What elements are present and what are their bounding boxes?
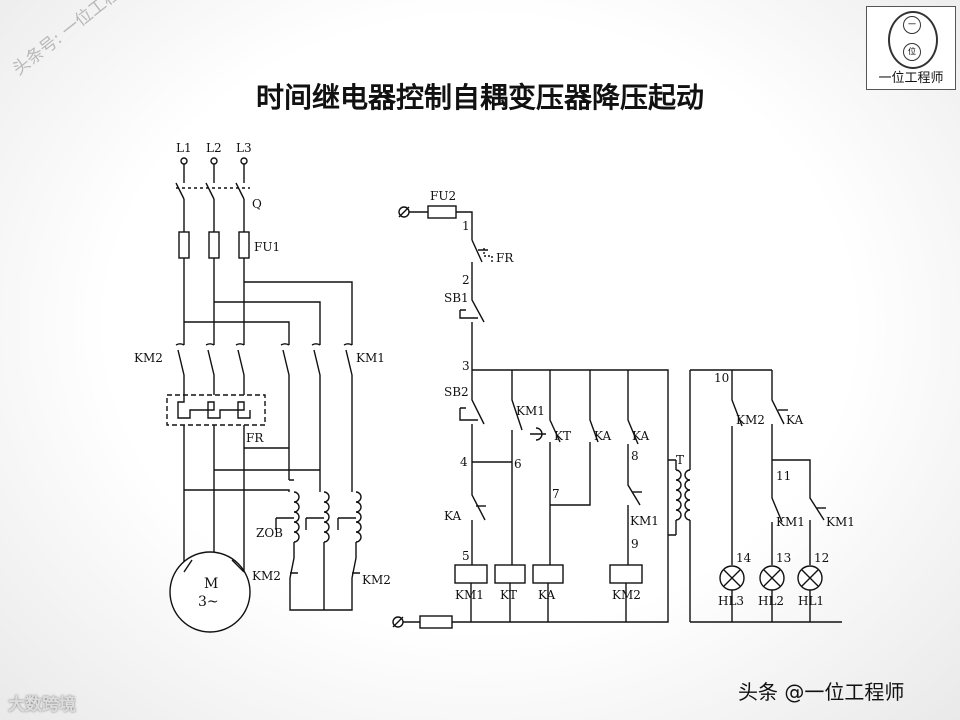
label-node-2: 2 xyxy=(462,273,470,287)
label-km1-contact: KM1 xyxy=(630,514,659,528)
label-node-11: 11 xyxy=(776,469,791,483)
label-km2-right: KM2 xyxy=(362,573,391,587)
terminal-l2 xyxy=(210,157,218,165)
label-node-6: 6 xyxy=(514,457,522,471)
label-km1-aux: KM1 xyxy=(516,404,545,418)
label-node-5: 5 xyxy=(462,549,470,563)
label-km2-main: KM2 xyxy=(134,351,163,365)
label-hl2: HL2 xyxy=(758,594,784,608)
coil-km2 xyxy=(609,564,643,584)
switch-q xyxy=(175,182,245,200)
contact-kt-delay xyxy=(530,427,546,441)
label-fu2: FU2 xyxy=(430,189,456,203)
lamp-hl2 xyxy=(759,565,785,591)
label-node-8: 8 xyxy=(631,449,639,463)
label-sb2: SB2 xyxy=(444,385,469,399)
label-q: Q xyxy=(252,197,262,211)
label-zob: ZOB xyxy=(256,526,283,540)
coil-km1-a xyxy=(454,564,488,584)
watermark-bottom-right: 头条 @一位工程师 xyxy=(738,680,905,704)
label-node-7: 7 xyxy=(552,487,560,501)
terminal-l3 xyxy=(240,157,248,165)
logo-label: 一位工程师 xyxy=(878,71,944,86)
coil-ka xyxy=(532,564,564,584)
label-coil-ka: KA xyxy=(538,588,555,602)
fuse-fu1-l1 xyxy=(178,231,190,259)
label-kt-contact: KT xyxy=(554,429,571,443)
logo-mark-1: 一 xyxy=(903,16,921,34)
label-node-10: 10 xyxy=(714,371,729,385)
label-hl1: HL1 xyxy=(798,594,824,608)
contact-km1-aux xyxy=(511,370,523,462)
label-node-1: 1 xyxy=(462,219,470,233)
label-node-9: 9 xyxy=(631,537,639,551)
contact-km2-right xyxy=(351,557,360,579)
label-node-14: 14 xyxy=(736,551,752,565)
label-hl3: HL3 xyxy=(718,594,744,608)
label-km1-main: KM1 xyxy=(356,351,385,365)
motor xyxy=(169,551,251,633)
contact-ka-signal xyxy=(771,370,785,460)
label-node-3: 3 xyxy=(462,359,470,373)
watermark-bottom-left: 大数跨境 xyxy=(8,695,76,715)
label-transformer: T xyxy=(676,453,684,467)
contact-km2-left xyxy=(289,557,298,579)
contact-ka-branch xyxy=(627,370,641,565)
contact-fr-nc xyxy=(471,239,488,285)
label-node-12: 12 xyxy=(814,551,829,565)
button-sb1 xyxy=(471,285,485,370)
main-circuit xyxy=(166,157,362,633)
autotransformer-coil-2 xyxy=(323,491,330,543)
fuse-bottom xyxy=(419,615,453,629)
label-km2-left: KM2 xyxy=(252,569,281,583)
terminal-l1 xyxy=(180,157,188,165)
label-ka-contact-1: KA xyxy=(594,429,611,443)
label-km1-signal-2: KM1 xyxy=(826,515,855,529)
label-l3: L3 xyxy=(236,141,252,155)
logo: 一 位 一位工程师 xyxy=(866,6,956,90)
diagram-title: 时间继电器控制自耦变压器降压起动 xyxy=(255,81,704,114)
label-coil-kt: KT xyxy=(500,588,517,602)
label-fr-main: FR xyxy=(246,431,264,445)
label-sb1: SB1 xyxy=(444,291,469,305)
coil-kt xyxy=(494,564,526,584)
labels: L1 L2 L3 Q FU1 KM2 KM1 FR ZOB M 3~ KM2 K… xyxy=(134,141,855,610)
autotransformer-coil-1 xyxy=(293,491,300,543)
logo-mark-2: 位 xyxy=(903,43,921,61)
label-fr-ctrl: FR xyxy=(496,251,514,265)
contact-ka-left xyxy=(471,462,486,565)
lamp-hl3 xyxy=(719,565,745,591)
label-ka-contact-3: KA xyxy=(444,509,461,523)
label-l2: L2 xyxy=(206,141,222,155)
label-km2-signal: KM2 xyxy=(736,413,765,427)
contact-km1-signal-no xyxy=(771,460,783,565)
label-l1: L1 xyxy=(176,141,192,155)
label-ka-signal: KA xyxy=(786,413,803,427)
button-sb2 xyxy=(471,370,485,462)
label-motor-spec: 3~ xyxy=(198,594,219,610)
label-node-4: 4 xyxy=(460,455,468,469)
label-km1-signal-1: KM1 xyxy=(776,515,805,529)
label-fu1: FU1 xyxy=(254,240,280,254)
logo-emblem: 一 位 xyxy=(888,11,938,69)
label-coil-km2: KM2 xyxy=(612,588,641,602)
contact-km2-signal xyxy=(731,370,743,565)
label-motor-m: M xyxy=(204,576,218,592)
autotransformer-coil-3 xyxy=(355,491,362,543)
label-ka-contact-2: KA xyxy=(632,429,649,443)
thermal-relay-fr xyxy=(166,394,266,426)
lamp-hl1 xyxy=(797,565,823,591)
transformer-secondary xyxy=(684,469,691,521)
fuse-fu1-l2 xyxy=(208,231,220,259)
label-node-13: 13 xyxy=(776,551,791,565)
label-coil-km1: KM1 xyxy=(455,588,484,602)
contact-km2-main xyxy=(177,349,245,376)
fuse-fu2 xyxy=(427,205,457,219)
transformer-primary xyxy=(675,469,682,521)
contact-km1-main xyxy=(282,349,353,376)
fuse-fu1-l3 xyxy=(238,231,250,259)
control-circuit xyxy=(392,205,842,629)
